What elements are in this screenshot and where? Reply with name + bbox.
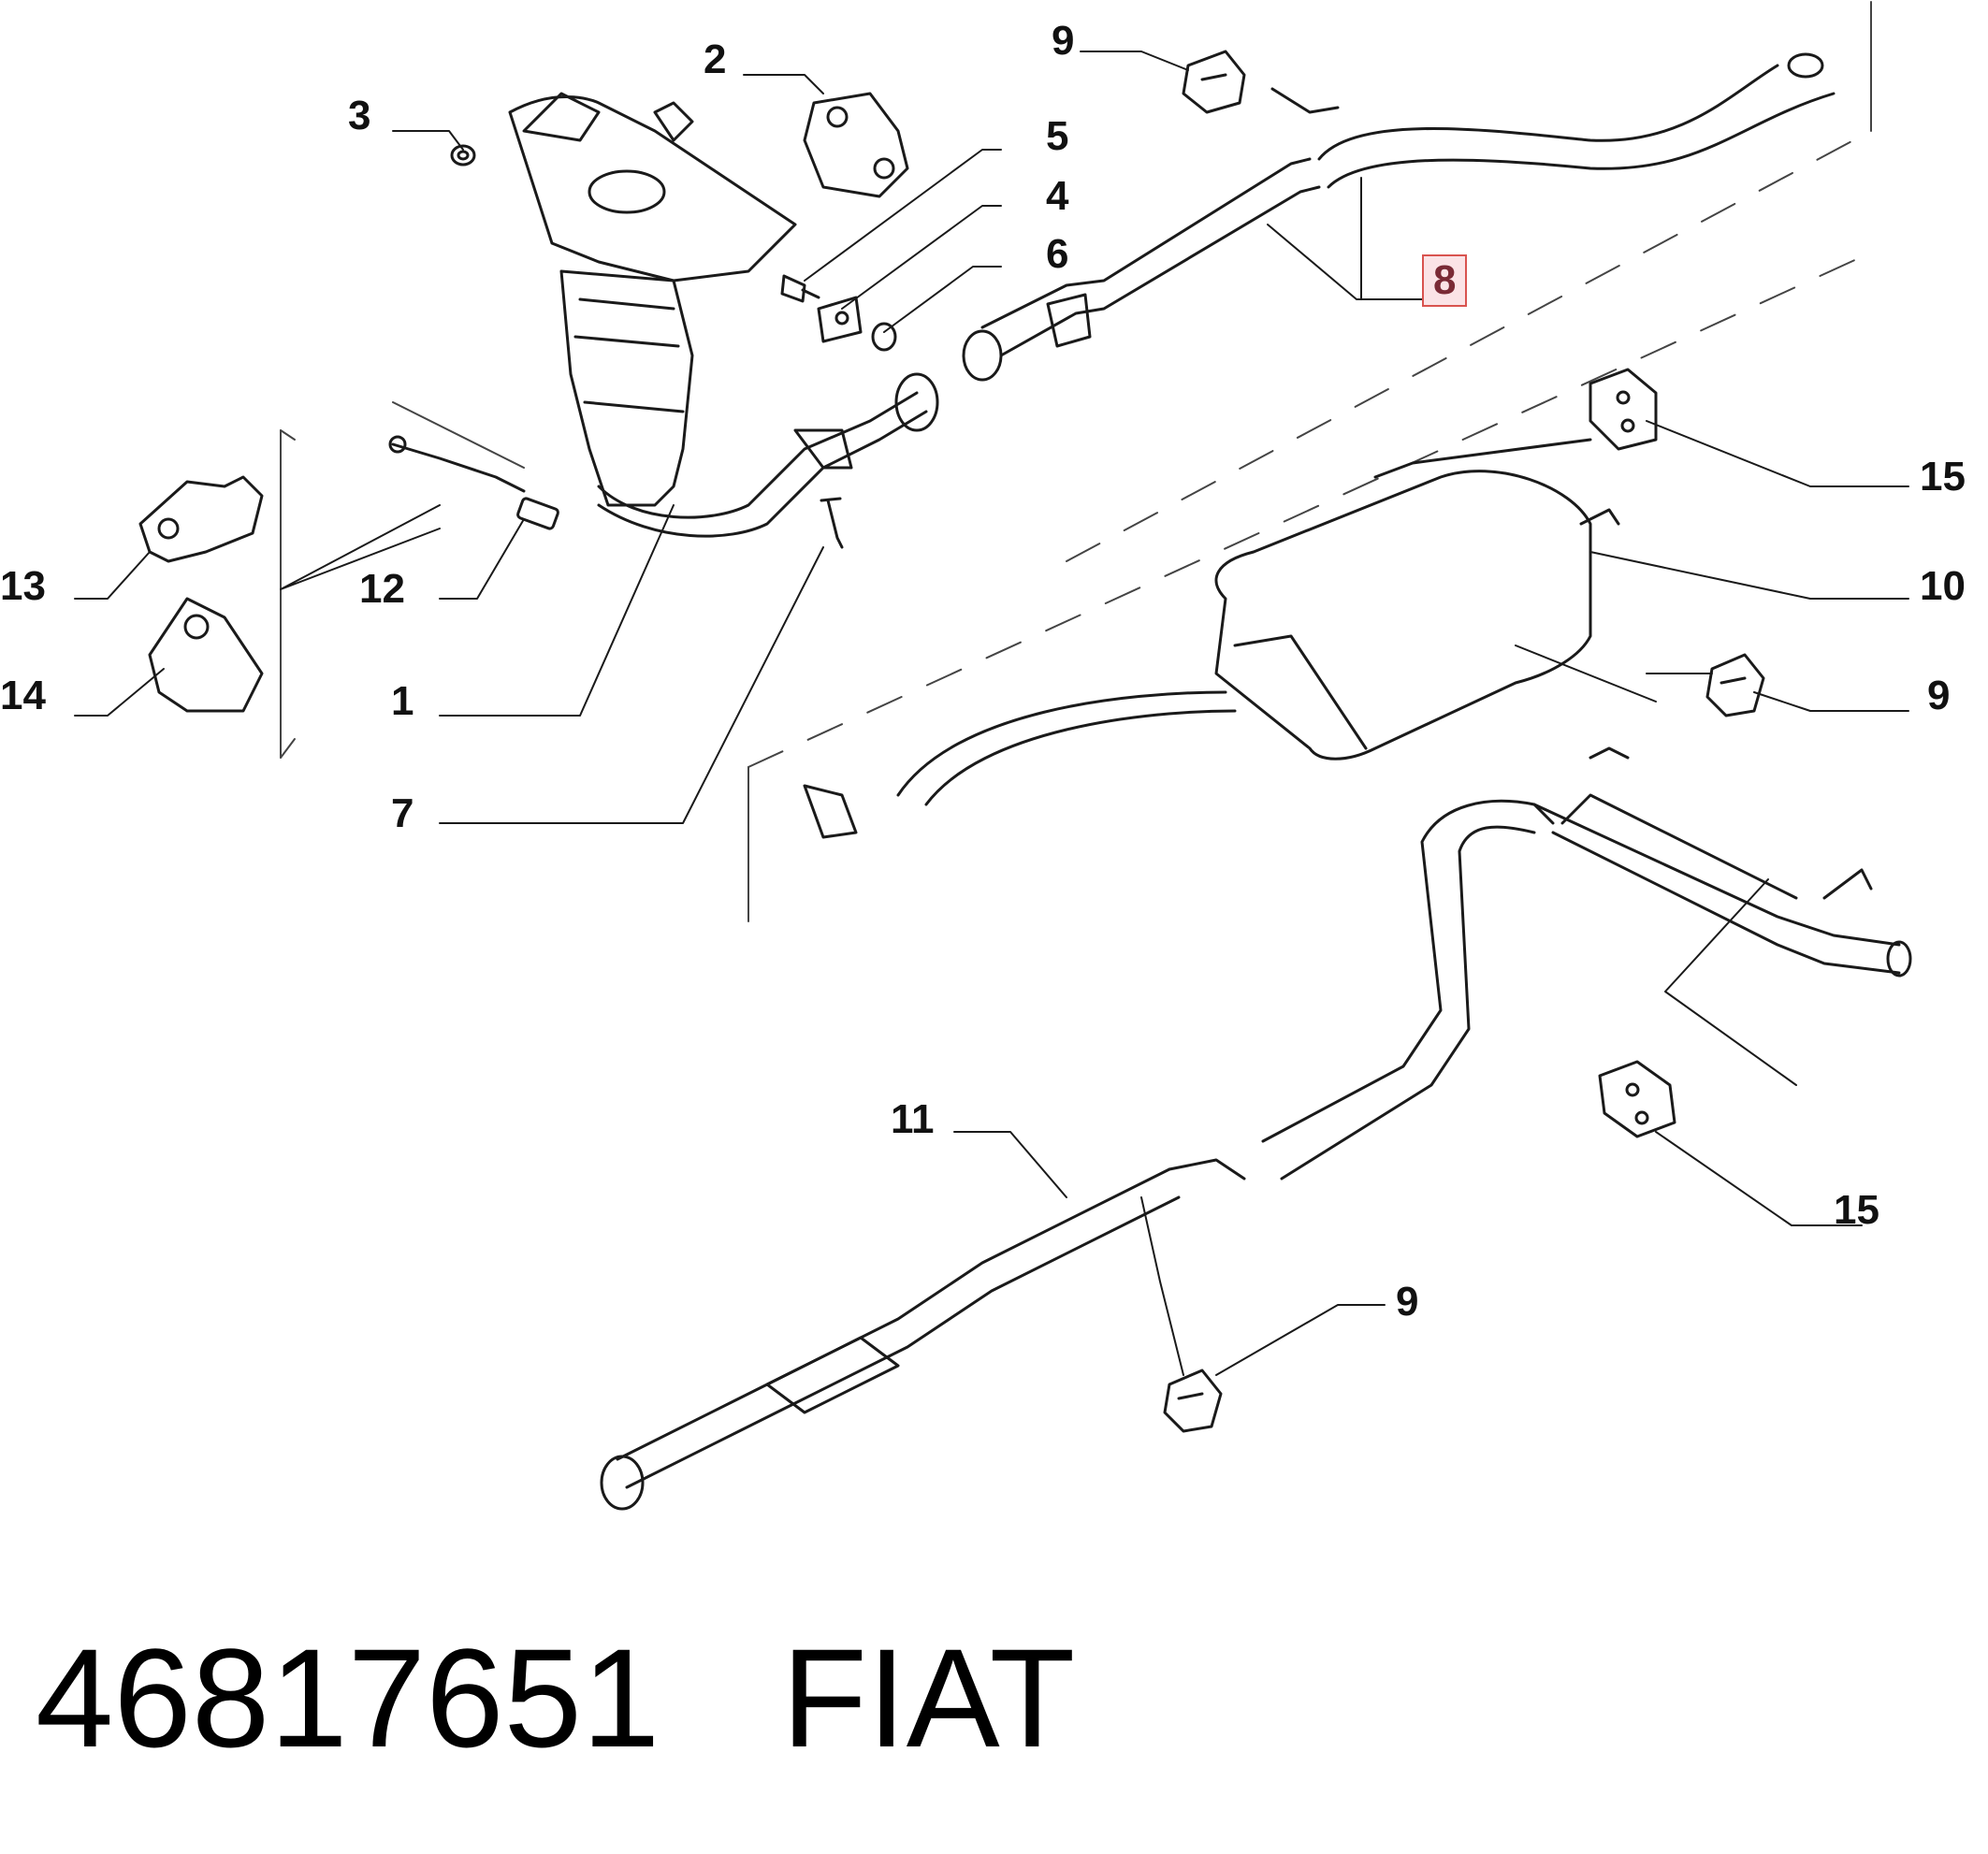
screw-part-7[interactable] bbox=[820, 497, 844, 549]
intermediate-pipe-part-8[interactable] bbox=[962, 52, 1836, 382]
callout-5[interactable]: 5 bbox=[1046, 113, 1069, 159]
callout-13[interactable]: 13 bbox=[0, 563, 46, 609]
hanger-rubber-part-15-top[interactable] bbox=[1589, 368, 1658, 451]
callout-9-bottom[interactable]: 9 bbox=[1396, 1279, 1419, 1325]
callout-15-bottom[interactable]: 15 bbox=[1834, 1187, 1879, 1233]
brand-name: FIAT bbox=[781, 1619, 1076, 1776]
rubber-mount-part-9-bottom[interactable] bbox=[1163, 1369, 1223, 1433]
callout-8[interactable]: 8 bbox=[1422, 254, 1468, 307]
callout-11[interactable]: 11 bbox=[891, 1096, 935, 1142]
callout-9-top[interactable]: 9 bbox=[1052, 18, 1075, 64]
callout-15-top[interactable]: 15 bbox=[1920, 454, 1966, 500]
callout-11-leader bbox=[953, 1131, 1067, 1198]
leader-lines bbox=[74, 51, 1909, 1376]
hanger-rubber-part-15-bottom[interactable] bbox=[1598, 1060, 1676, 1138]
callout-9-right[interactable]: 9 bbox=[1927, 673, 1951, 718]
bracket-leader-lines bbox=[280, 504, 441, 590]
perspective-frame-lines bbox=[280, 1, 1872, 922]
callout-7[interactable]: 7 bbox=[391, 790, 414, 836]
manifold-catalyst-part-1[interactable] bbox=[508, 92, 939, 538]
part-number: 46817651 bbox=[36, 1619, 660, 1776]
rear-silencer-part-10[interactable] bbox=[803, 438, 1620, 839]
front-pipe-part-11[interactable] bbox=[600, 746, 1912, 1511]
bracket-part-4[interactable] bbox=[817, 296, 863, 343]
callout-1[interactable]: 1 bbox=[391, 678, 414, 724]
bolt-part-5[interactable] bbox=[780, 274, 820, 303]
sensor-bracket-part-14[interactable] bbox=[148, 597, 264, 713]
callout-14[interactable]: 14 bbox=[0, 673, 46, 718]
rubber-mount-part-9-right[interactable] bbox=[1705, 653, 1765, 717]
callout-10[interactable]: 10 bbox=[1920, 563, 1966, 609]
ring-part-6[interactable] bbox=[871, 322, 897, 352]
callout-2[interactable]: 2 bbox=[704, 36, 727, 82]
gasket-part-2[interactable] bbox=[803, 92, 909, 198]
callout-12[interactable]: 12 bbox=[359, 566, 405, 612]
callout-3[interactable]: 3 bbox=[348, 93, 371, 138]
rubber-mount-part-9-top[interactable] bbox=[1182, 50, 1246, 114]
lambda-sensor-part-12[interactable] bbox=[388, 435, 559, 530]
callout-4[interactable]: 4 bbox=[1046, 173, 1069, 219]
nut-part-3[interactable] bbox=[450, 144, 476, 167]
sensor-bracket-part-13[interactable] bbox=[138, 475, 264, 563]
callout-8-leader bbox=[1267, 177, 1423, 300]
callout-6[interactable]: 6 bbox=[1046, 231, 1069, 277]
